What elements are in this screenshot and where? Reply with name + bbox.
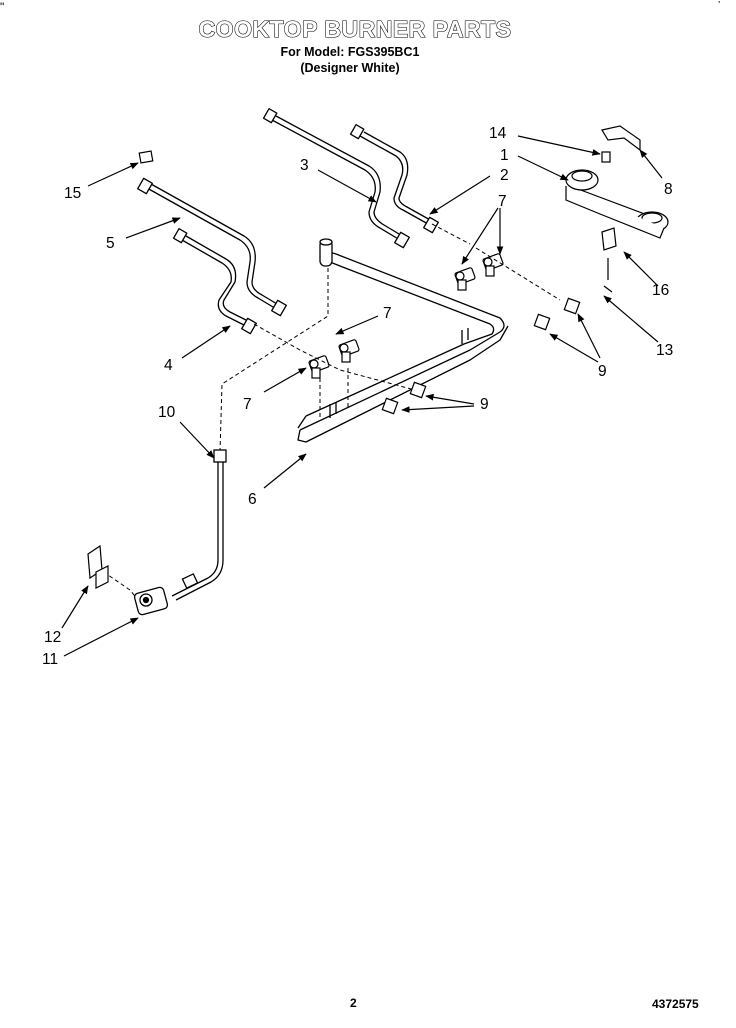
callout-11: 11 — [42, 651, 59, 668]
tube-rear-right — [262, 108, 410, 249]
orifice-holder-lower — [308, 339, 360, 379]
callout-14: 14 — [489, 125, 507, 142]
callout-1: 1 — [500, 147, 509, 164]
manifold-assembly — [297, 238, 509, 443]
callout-4: 4 — [164, 357, 173, 374]
tube-front-left — [137, 177, 287, 317]
callout-6: 6 — [248, 491, 257, 508]
supply-tube — [171, 449, 227, 601]
tube-rear-left — [172, 228, 257, 335]
orifice-holder-upper — [454, 253, 504, 291]
burner-assembly — [565, 169, 669, 239]
callout-15: 15 — [64, 185, 82, 202]
callout-9-right: 9 — [598, 363, 607, 380]
callout-13: 13 — [656, 342, 674, 359]
callout-12: 12 — [44, 629, 62, 646]
callout-7-lower: 7 — [243, 396, 252, 413]
screw — [601, 151, 611, 163]
leader-lines — [61, 135, 663, 657]
burner-clips — [381, 297, 581, 415]
model-line: For Model: FGS395BC1 — [280, 45, 420, 59]
callout-7-upper: 7 — [498, 193, 507, 210]
callout-16: 16 — [652, 282, 670, 299]
document-number: 4372575 — [652, 997, 699, 1011]
callout-8: 8 — [664, 181, 673, 198]
corner-mark: " — [0, 0, 5, 14]
page-number: 2 — [350, 996, 357, 1010]
callout-7-middle: 7 — [383, 305, 392, 322]
bracket — [87, 544, 109, 589]
corner-tick: ’ — [718, 0, 721, 11]
color-line: (Designer White) — [300, 61, 400, 75]
callout-3: 3 — [300, 157, 309, 174]
callout-10: 10 — [158, 404, 176, 421]
tube-front-right — [349, 124, 439, 234]
nut — [138, 150, 154, 164]
callout-9-center: 9 — [480, 396, 489, 413]
page-title: COOKTOP BURNER PARTS — [198, 15, 512, 42]
regulator — [133, 586, 169, 616]
callout-2: 2 — [500, 167, 509, 184]
mounting-bracket — [601, 125, 641, 152]
electrode-clip — [601, 227, 617, 293]
callout-5: 5 — [106, 235, 115, 252]
